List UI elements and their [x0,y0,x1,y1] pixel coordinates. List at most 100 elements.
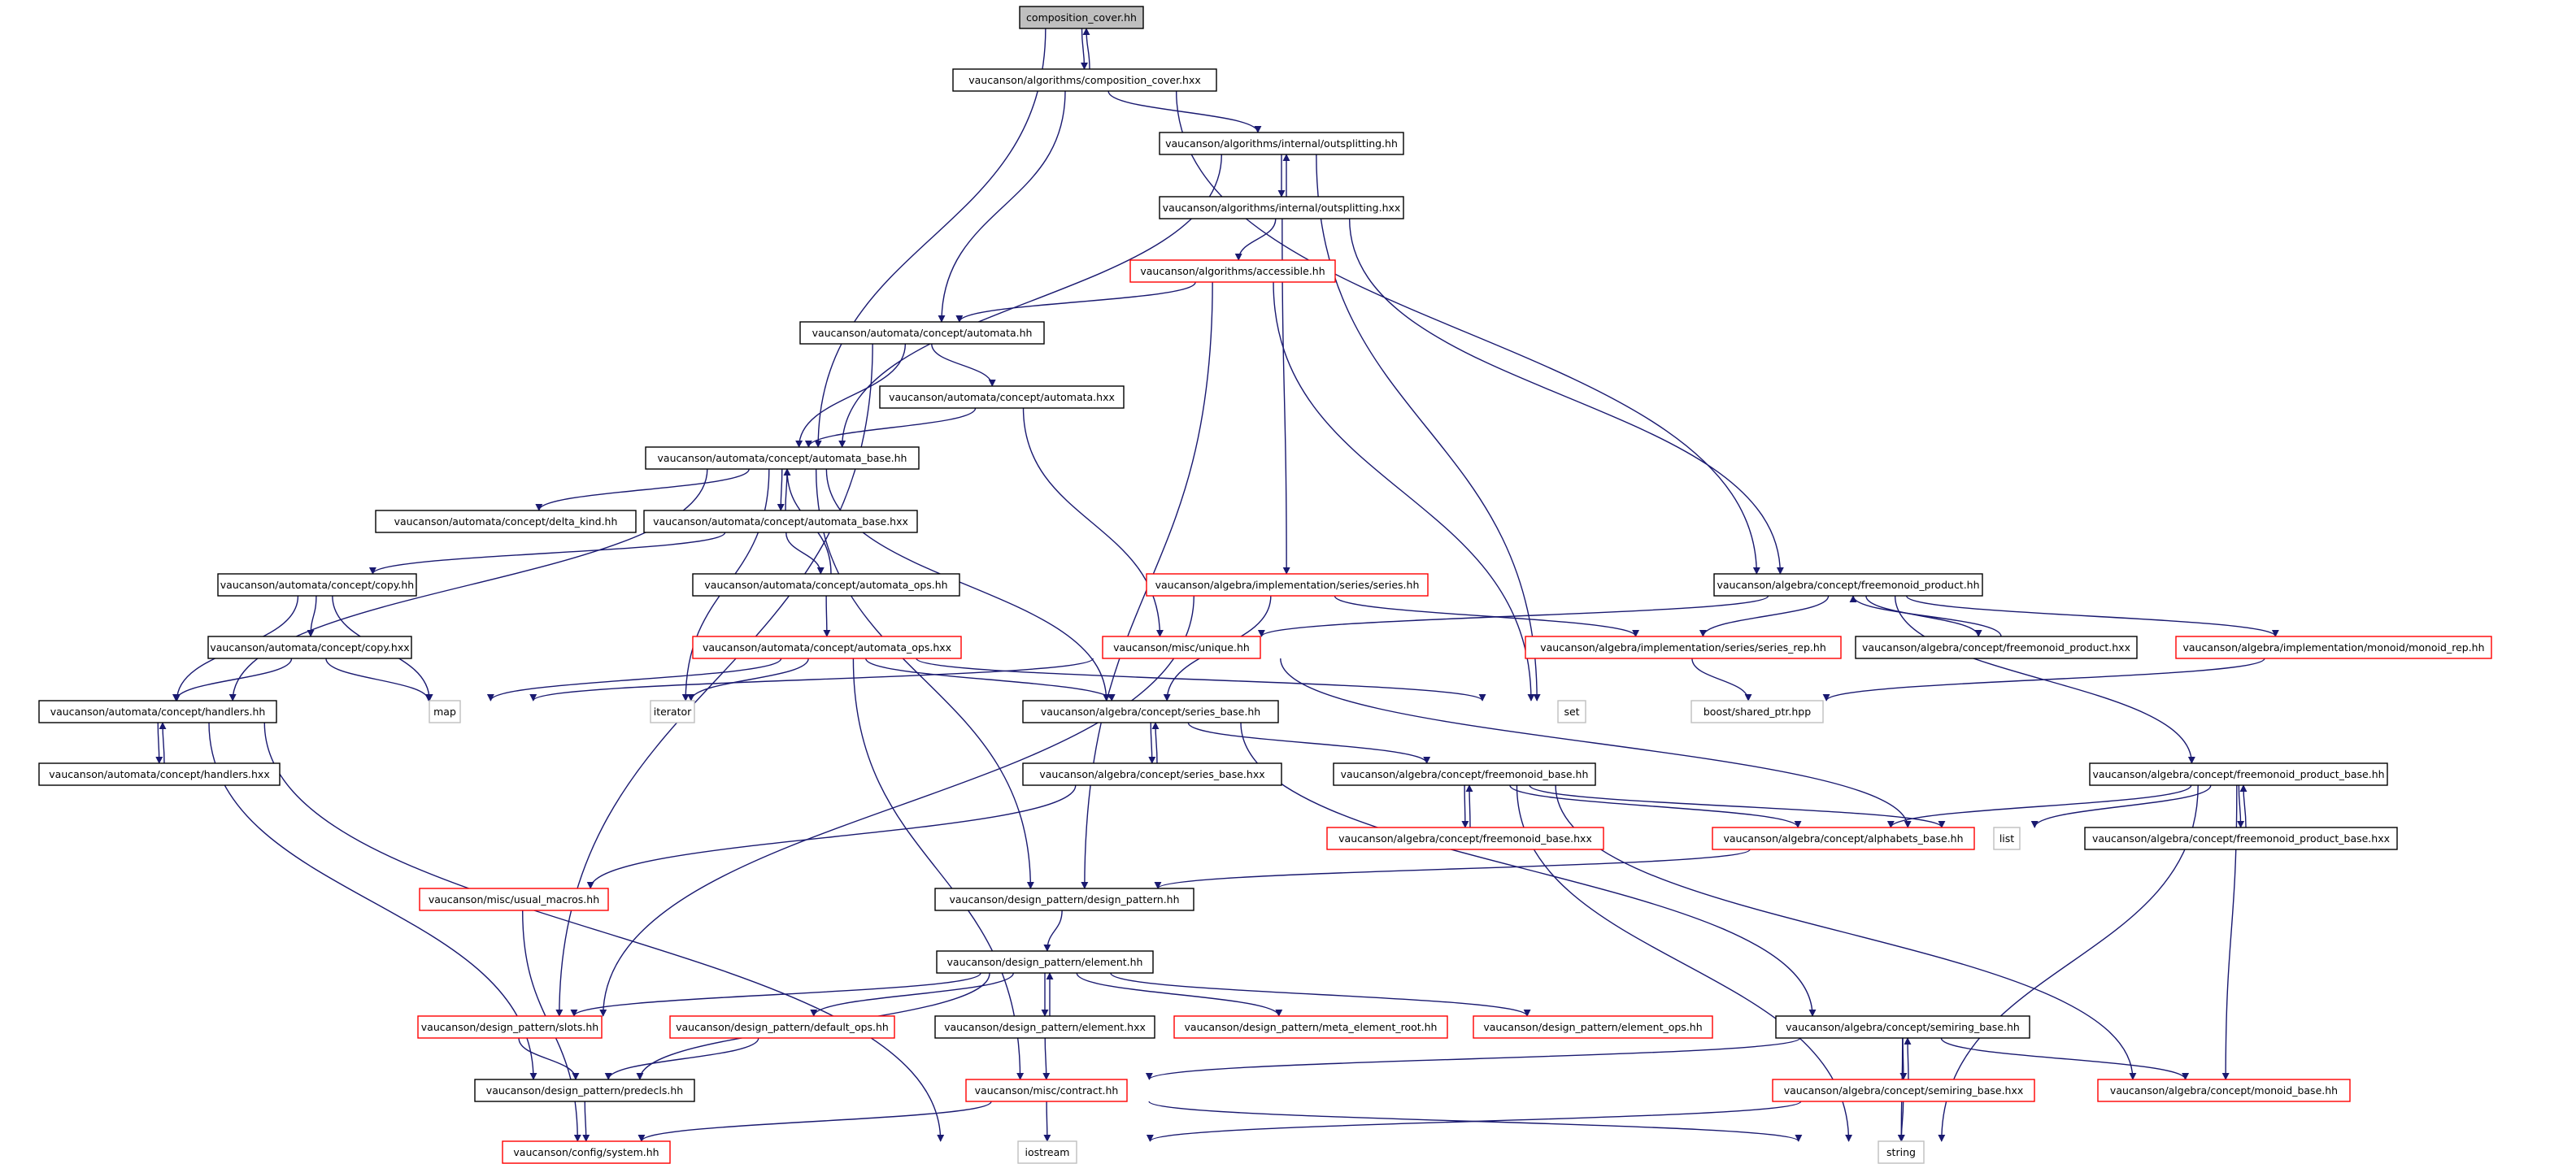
edge-freemonoid-product-hxx-to-freemonoid-product-hh [1849,595,2002,637]
node-composition-cover-hh[interactable]: composition_cover.hh [1019,6,1144,29]
node-freemonoid-base-hh[interactable]: vaucanson/algebra/concept/freemonoid_bas… [1333,762,1596,786]
node-freemonoid-base-hxx[interactable]: vaucanson/algebra/concept/freemonoid_bas… [1326,827,1604,850]
node-outsplitting-hxx[interactable]: vaucanson/algorithms/internal/outsplitti… [1159,196,1404,219]
node-automata-base-hh[interactable]: vaucanson/automata/concept/automata_base… [645,446,920,470]
node-label: list [1999,832,2014,845]
edge-outsplitting-hh-to-set [1316,154,1541,701]
node-label: vaucanson/algebra/implementation/series/… [1155,579,1420,591]
node-automata-ops-hxx[interactable]: vaucanson/automata/concept/automata_ops.… [692,636,962,659]
node-element-hxx[interactable]: vaucanson/design_pattern/element.hxx [934,1015,1155,1039]
node-default-ops-hh[interactable]: vaucanson/design_pattern/default_ops.hh [669,1015,895,1039]
node-freemonoid-product-hh[interactable]: vaucanson/algebra/concept/freemonoid_pro… [1713,573,1983,597]
node-automata-ops-hh[interactable]: vaucanson/automata/concept/automata_ops.… [692,573,960,597]
edge-handlers-hh-to-iostream [263,722,945,1142]
node-accessible-hh[interactable]: vaucanson/algorithms/accessible.hh [1129,259,1336,283]
node-box [474,1079,695,1102]
node-label: vaucanson/misc/usual_macros.hh [429,893,599,906]
edge-freemonoid-product-hh-to-unique-hh [1258,595,1769,637]
node-box [934,888,1194,911]
edge-automata-hh-to-automata-hxx [931,343,996,387]
edge-composition-cover-hxx-to-composition-cover-hh [1082,28,1090,70]
node-monoid-base-hh[interactable]: vaucanson/algebra/concept/monoid_base.hh [2097,1079,2351,1102]
node-copy-hxx[interactable]: vaucanson/automata/concept/copy.hxx [207,636,412,659]
node-automata-hxx[interactable]: vaucanson/automata/concept/automata.hxx [879,385,1125,409]
node-automata-base-hxx[interactable]: vaucanson/automata/concept/automata_base… [643,510,918,533]
edge-automata-base-hxx-to-automata-ops-hh [785,532,825,575]
node-label: vaucanson/algorithms/composition_cover.h… [968,74,1201,86]
edge-freemonoid-base-hh-to-string [1516,784,1853,1142]
node-contract-hh[interactable]: vaucanson/misc/contract.hh [965,1079,1128,1102]
edge-element-hh-to-meta-element-root-hh [1076,972,1283,1017]
node-label: vaucanson/automata/concept/automata.hh [812,327,1033,339]
node-outsplitting-hh[interactable]: vaucanson/algorithms/internal/outsplitti… [1159,132,1404,155]
node-usual-macros-hh[interactable]: vaucanson/misc/usual_macros.hh [419,888,609,911]
edge-freemonoid-base-hxx-to-freemonoid-base-hh [1465,784,1473,828]
edge-contract-hh-to-iostream [1043,1101,1051,1142]
node-box [965,1079,1128,1102]
edge-automata-ops-hxx-to-set [916,658,1486,701]
edge-outsplitting-hxx-to-accessible-hh [1234,218,1277,261]
node-box [419,888,609,911]
node-label: vaucanson/config/system.hh [513,1146,659,1158]
node-series-base-hxx[interactable]: vaucanson/algebra/concept/series_base.hx… [1022,762,1282,786]
node-box [2097,1079,2351,1102]
edge-unique-hh-to-map [529,658,1094,701]
edge-handlers-hxx-to-handlers-hh [159,722,167,764]
node-series-base-hh[interactable]: vaucanson/algebra/concept/series_base.hh [1022,700,1279,723]
node-label: vaucanson/algebra/concept/freemonoid_pro… [2092,768,2384,780]
node-label: vaucanson/algorithms/internal/outsplitti… [1163,202,1401,214]
node-composition-cover-hxx[interactable]: vaucanson/algorithms/composition_cover.h… [952,68,1217,92]
edge-automata-ops-hxx-to-iterator [687,658,809,701]
node-handlers-hxx[interactable]: vaucanson/automata/concept/handlers.hxx [38,762,281,786]
edge-series-base-hh-to-series-base-hxx [1148,722,1156,764]
node-box [1022,762,1282,786]
node-freemonoid-product-base-hh[interactable]: vaucanson/algebra/concept/freemonoid_pro… [2089,762,2388,786]
edge-element-hh-to-slots-hh [570,972,981,1017]
edge-automata-ops-hxx-to-series-base-hh [865,658,1116,701]
edge-series-base-hh-to-freemonoid-base-hh [1187,722,1431,764]
node-design-pattern-hh[interactable]: vaucanson/design_pattern/design_pattern.… [934,888,1194,911]
node-element-hh[interactable]: vaucanson/design_pattern/element.hh [936,950,1154,974]
node-label: vaucanson/design_pattern/element_ops.hh [1483,1021,1702,1033]
node-unique-hh[interactable]: vaucanson/misc/unique.hh [1102,636,1261,659]
node-series-rep-hh[interactable]: vaucanson/algebra/implementation/series/… [1525,636,1842,659]
node-freemonoid-product-hxx[interactable]: vaucanson/algebra/concept/freemonoid_pro… [1855,636,2138,659]
edge-freemonoid-base-hh-to-list [1529,784,1946,828]
node-label: vaucanson/design_pattern/element.hxx [944,1021,1146,1033]
edge-unique-hh-to-list [1280,658,1912,828]
node-label: vaucanson/design_pattern/default_ops.hh [676,1021,889,1033]
edge-series-hh-to-series-rep-hh [1334,595,1639,637]
node-label: vaucanson/algebra/concept/freemonoid_pro… [1717,579,1979,591]
node-copy-hh[interactable]: vaucanson/automata/concept/copy.hh [217,573,417,597]
edge-automata-hxx-to-automata-base-hh [804,407,977,448]
node-handlers-hh[interactable]: vaucanson/automata/concept/handlers.hh [38,700,277,723]
edge-freemonoid-product-hh-to-series-rep-hh [1699,595,1830,637]
node-label: iterator [654,706,692,718]
node-slots-hh[interactable]: vaucanson/design_pattern/slots.hh [417,1015,603,1039]
node-semiring-base-hh[interactable]: vaucanson/algebra/concept/semiring_base.… [1775,1015,2030,1039]
node-semiring-base-hxx[interactable]: vaucanson/algebra/concept/semiring_base.… [1772,1079,2035,1102]
node-delta-kind-hh[interactable]: vaucanson/automata/concept/delta_kind.hh [375,510,637,533]
node-predecls-hh[interactable]: vaucanson/design_pattern/predecls.hh [474,1079,695,1102]
node-monoid-rep-hh[interactable]: vaucanson/algebra/implementation/monoid/… [2175,636,2492,659]
node-alphabets-base-hh[interactable]: vaucanson/algebra/concept/alphabets_base… [1712,827,1975,850]
node-automata-hh[interactable]: vaucanson/automata/concept/automata.hh [799,321,1045,345]
edge-freemonoid-product-base-hh-to-list [2030,784,2212,828]
edge-element-hh-to-default-ops-hh [810,972,1014,1017]
edge-element-hh-to-element-ops-hh [1110,972,1531,1017]
node-box [1102,636,1261,659]
node-system-hh[interactable]: vaucanson/config/system.hh [502,1140,671,1164]
node-label: vaucanson/misc/contract.hh [975,1084,1119,1097]
node-label: iostream [1025,1146,1070,1158]
node-meta-element-root-hh[interactable]: vaucanson/design_pattern/meta_element_ro… [1173,1015,1448,1039]
node-series-hh[interactable]: vaucanson/algebra/implementation/series/… [1146,573,1429,597]
edge-freemonoid-product-base-hh-to-freemonoid-product-base-hxx [2237,784,2245,828]
node-label: vaucanson/misc/unique.hh [1113,641,1250,654]
node-freemonoid-product-base-hxx[interactable]: vaucanson/algebra/concept/freemonoid_pro… [2084,827,2398,850]
node-element-ops-hh[interactable]: vaucanson/design_pattern/element_ops.hh [1473,1015,1713,1039]
node-box [669,1015,895,1039]
edge-automata-ops-hxx-to-map [487,658,782,701]
node-label: vaucanson/automata/concept/handlers.hh [50,706,266,718]
node-label: vaucanson/algebra/concept/freemonoid_pro… [1862,641,2130,654]
node-box [1993,827,2021,850]
